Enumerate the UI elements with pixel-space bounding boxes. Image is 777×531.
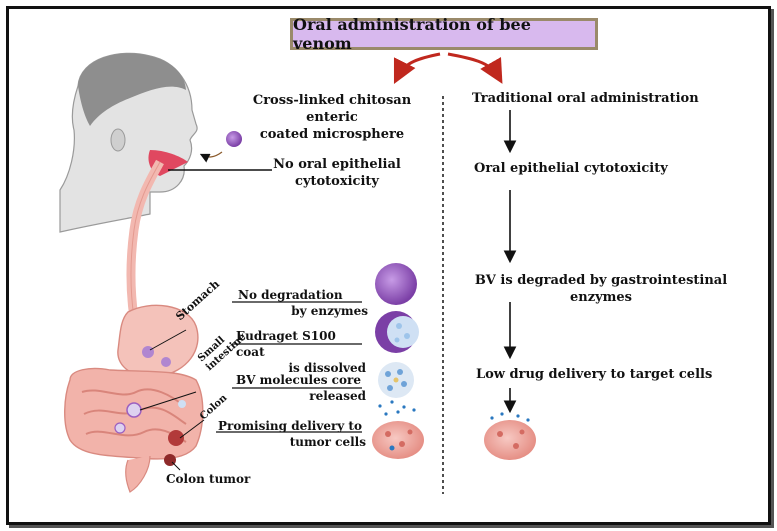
tumor-cells-right (484, 412, 536, 460)
mouth-microsphere (226, 131, 242, 147)
step-tumor-delivery: Promising delivery to tumor cells (218, 418, 366, 450)
mouth-label-line1: No oral epithelial (273, 157, 401, 172)
diagram-title: Oral administration of bee venom (290, 15, 598, 53)
step-3-line1: BV molecules core (236, 373, 361, 387)
right-step-1-line1: Traditional oral administration (472, 91, 699, 106)
right-step-3-line1: BV is degraded by gastrointestinal (474, 273, 728, 288)
step-2-line1: Eudraget S100 coat (236, 329, 336, 359)
left-heading-line1: Cross-linked chitosan enteric (252, 93, 412, 125)
right-step-4-line1: Low drug delivery to target cells (476, 367, 713, 382)
right-step-4: Low drug delivery to target cells (476, 366, 746, 383)
step-core-released: BV molecules core released (236, 372, 366, 404)
diagram-title-text: Oral administration of bee venom (293, 15, 531, 53)
step-4-line2: tumor cells (289, 435, 366, 449)
sphere-intact (375, 263, 417, 305)
red-arrow-left (393, 52, 441, 85)
step-1-line2: by enzymes (291, 304, 368, 318)
mouth-label-line2: cytotoxicity (295, 174, 379, 189)
step-coat-dissolved: Eudraget S100 coat is dissolved (236, 328, 366, 376)
mouth-label: No oral epithelial cytotoxicity (262, 156, 412, 190)
step-2-line2: is dissolved (288, 361, 366, 375)
sphere-core-released (378, 362, 414, 398)
head-illustration (59, 52, 198, 233)
step-4-line1: Promising delivery to (218, 419, 362, 433)
left-heading: Cross-linked chitosan enteric coated mic… (232, 92, 432, 143)
step-no-degradation: No degradation by enzymes (238, 287, 368, 319)
step-3-line2: released (309, 389, 366, 403)
left-heading-line2: coated microsphere (259, 127, 405, 142)
right-step-3: BV is degraded by gastrointestinal enzym… (456, 272, 746, 306)
right-step-2: Oral epithelial cytotoxicity (474, 160, 734, 177)
step-1-line1: No degradation (238, 288, 343, 302)
red-arrow-right (447, 52, 503, 84)
sphere-coat-dissolving (375, 311, 419, 353)
intestine-illustration (64, 367, 204, 493)
tumor-cells-left (372, 400, 424, 459)
label-colon-tumor: Colon tumor (166, 472, 251, 486)
right-step-1: Traditional oral administration (472, 90, 732, 107)
right-step-2-line1: Oral epithelial cytotoxicity (474, 161, 668, 176)
right-step-3-line2: enzymes (569, 290, 632, 305)
